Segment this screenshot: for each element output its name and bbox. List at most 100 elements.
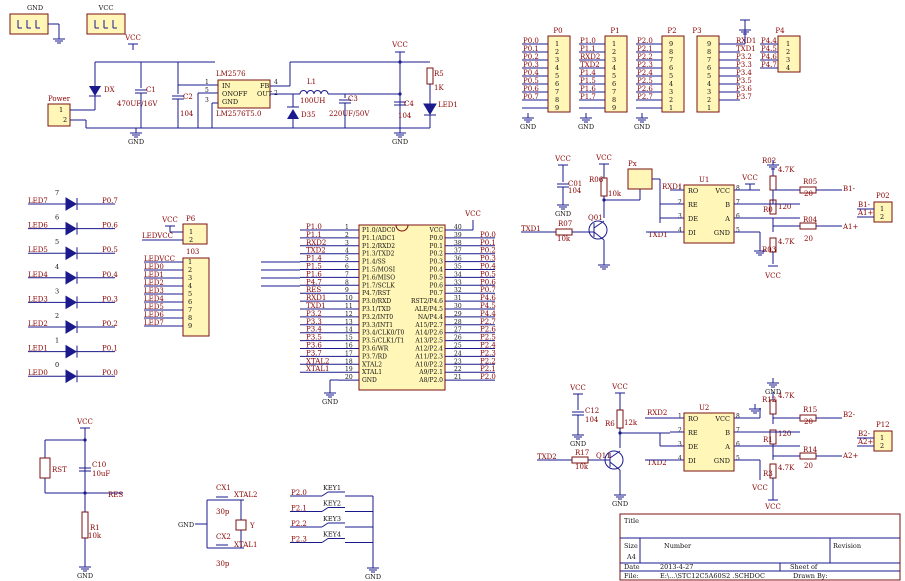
header-p6 <box>182 223 208 245</box>
c1-value: 470UF/16V <box>117 100 158 108</box>
vcc-header-title: VCC <box>98 4 114 12</box>
r03-value: 4.7K <box>778 238 795 246</box>
r02-value: 4.7K <box>778 166 795 174</box>
mcu-pin-name: P1.1/ADC1 <box>362 235 395 242</box>
rp103-pin-number: 5 <box>188 290 192 298</box>
key-switch <box>321 507 329 512</box>
mcu-pin-number: 21 <box>454 374 462 381</box>
q01-label: Q01 <box>588 214 603 222</box>
title-block-sheet: Sheet of <box>790 563 818 571</box>
ground-label: GND <box>570 440 586 448</box>
r1-value: 10k <box>88 532 102 540</box>
header-p3-net-label: P3.5 <box>736 77 752 85</box>
mcu-pin-name: P1.3/TXD2 <box>362 251 395 258</box>
xtal1-label: XTAL1 <box>234 541 257 549</box>
r0-value: 120 <box>778 203 791 211</box>
mcu-pin-number: 34 <box>454 271 462 278</box>
pin-number: 5 <box>205 87 209 94</box>
key-label: KEY1 <box>323 484 341 492</box>
mcu-right-net: P2.6 <box>480 326 496 334</box>
r06-value: 10k <box>608 190 622 198</box>
rp103-label: 103 <box>186 248 199 256</box>
mcu-left-net: P3.2 <box>306 310 322 318</box>
title-block-title: Title <box>624 517 639 525</box>
header-p0-net-label: P0.2 <box>523 53 539 61</box>
inductor-l1 <box>320 90 329 95</box>
r02-label: R02 <box>762 157 776 165</box>
u2-pin-number: 8 <box>736 413 740 420</box>
mcu-left-net: P3.4 <box>306 326 322 334</box>
y-label: Y <box>249 522 255 530</box>
r0-label: R0 <box>763 206 773 214</box>
r07-label: R07 <box>558 220 572 228</box>
header-p0-net-label: P0.5 <box>523 77 539 85</box>
header-p0-net-label: P0.4 <box>523 69 539 77</box>
ground-label: GND <box>578 123 594 131</box>
header-p2-title: P2 <box>667 27 676 35</box>
q11-txd2: TXD2 <box>537 453 557 461</box>
mcu-pin-name: P0.7 <box>429 290 443 297</box>
r1b-label: R1 <box>763 436 773 444</box>
u2-pin-number: 3 <box>678 441 682 448</box>
cx1-label: CX1 <box>216 484 231 492</box>
mcu-pin-name: P3.6/WR <box>362 346 389 353</box>
mcu-left-net: P3.5 <box>306 334 322 342</box>
key-label: KEY2 <box>323 500 341 508</box>
vcc-header <box>86 13 126 35</box>
header-p02 <box>873 201 893 223</box>
r6-value: 12k <box>624 419 638 427</box>
header-p1-pin-number: 9 <box>612 104 616 112</box>
header-p1-pin-number: 5 <box>612 72 616 80</box>
header-p2-net-label: P2.0 <box>637 37 653 45</box>
r05-value: 20 <box>804 190 813 198</box>
mcu-pin-name: ALE/P4.5 <box>414 306 443 313</box>
ground-label: GND <box>392 138 408 146</box>
mcu-pin-number: 8 <box>345 279 349 286</box>
b2m-label: B2- <box>843 411 856 419</box>
mcu-right-net: P4.6 <box>480 294 496 302</box>
mcu-left-net: P1.1 <box>306 231 322 239</box>
header-p2-net-label: P2.4 <box>637 69 653 77</box>
vcc-label: VCC <box>391 41 408 49</box>
u2-pin-number: 5 <box>736 455 740 462</box>
mcu-left-net: P1.6 <box>306 270 322 278</box>
cx2-label: CX2 <box>216 533 231 541</box>
mcu-right-net: P2.4 <box>480 342 496 350</box>
dx-label: DX <box>104 86 115 94</box>
header-p2-pin-number: 7 <box>669 56 673 64</box>
c12-label: C12 <box>585 407 599 415</box>
key-switch <box>321 491 329 497</box>
header-p4-net-label: P4.6 <box>761 53 777 61</box>
key-net-label: P2.0 <box>291 489 307 497</box>
led1-label: LED1 <box>438 101 458 109</box>
px-label: Px <box>628 160 637 168</box>
mcu-pin-name: P3.2/INT0 <box>362 314 393 321</box>
p6-pin-1: 1 <box>189 228 193 236</box>
header-p1-net-label: RXD2 <box>580 53 600 61</box>
u2-pin-number: 1 <box>678 413 682 420</box>
u1-pin: B <box>725 201 730 209</box>
rp-net-label: LED0 <box>144 263 164 271</box>
mcu-pin-name: P0.4 <box>429 267 443 274</box>
led-number: 1 <box>55 337 59 345</box>
pin-number: 4 <box>274 79 278 86</box>
mcu-vcc-label: VCC <box>464 210 481 218</box>
led-port-label: P0.4 <box>102 271 118 279</box>
mcu-pin-number: 32 <box>454 287 462 294</box>
title-block-revision: Revision <box>833 542 861 550</box>
crystal-gnd: GND <box>178 521 194 529</box>
gnd-header <box>9 13 49 35</box>
header-p2-net-label: P2.3 <box>637 61 653 69</box>
key-net-label: P2.3 <box>291 536 307 544</box>
header-p3-pin-number: 9 <box>707 40 711 48</box>
mcu-pin-number: 33 <box>454 279 462 286</box>
r12-label: R12 <box>762 396 776 404</box>
mcu-pin-number: 14 <box>345 327 353 334</box>
led-port-label: P0.6 <box>102 222 118 230</box>
header-p4-pin-number: 2 <box>786 48 790 56</box>
header-p3-pin-number: 6 <box>707 64 711 72</box>
led-port-label: P0.7 <box>102 197 118 205</box>
header-p2-pin-number: 5 <box>669 72 673 80</box>
a2p-label: A2+ <box>842 452 859 460</box>
mcu-pin-name: XTAL1 <box>362 369 382 376</box>
